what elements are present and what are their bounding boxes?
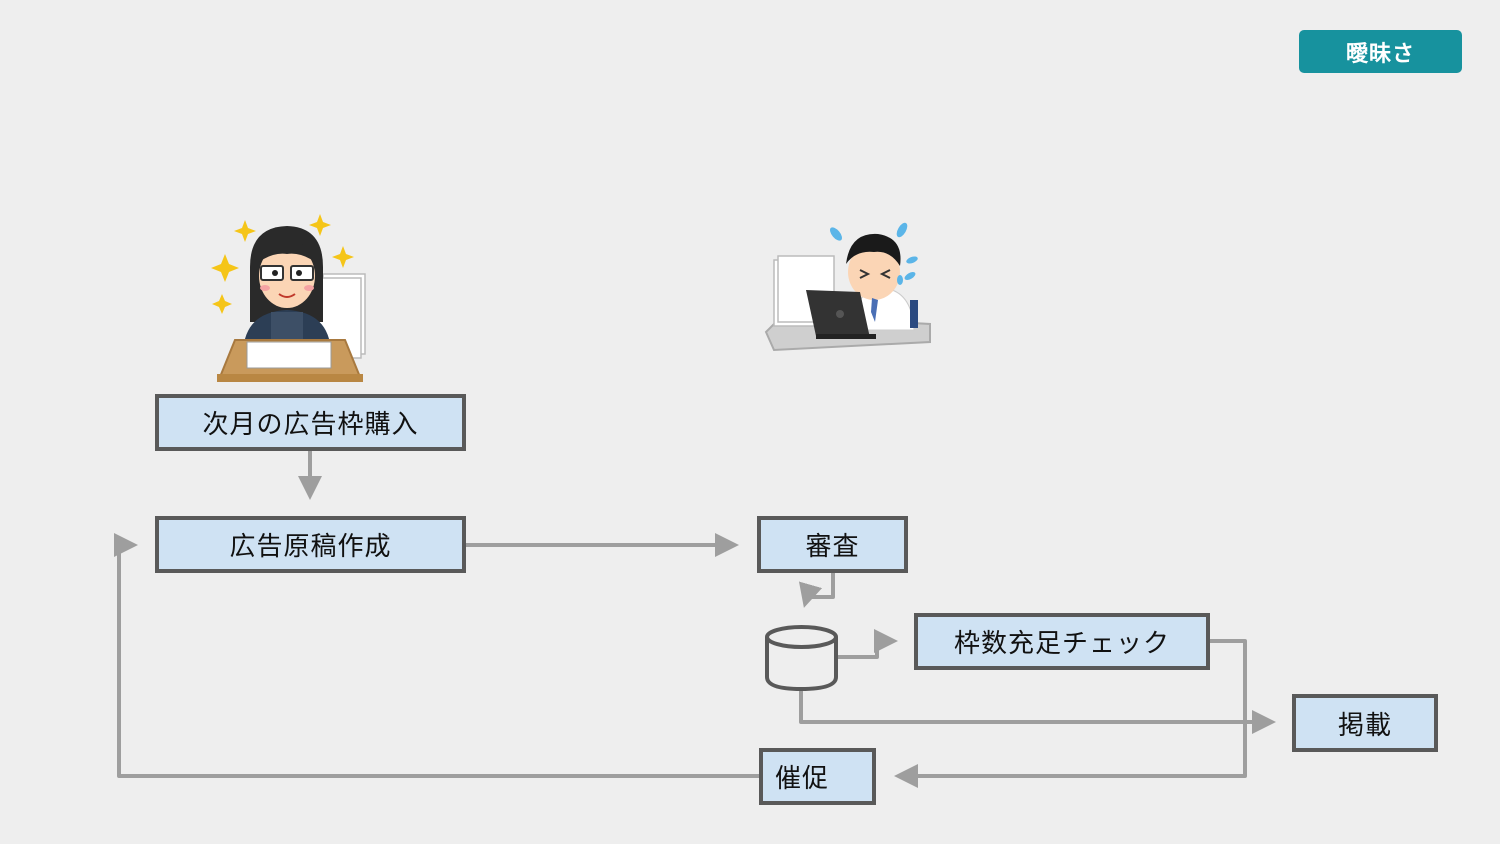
connector-check-to-promote (894, 639, 1247, 788)
connector-database-to-publish (799, 689, 1276, 734)
connector-review-to-database (798, 573, 835, 608)
node-promote[interactable]: 催促 (759, 748, 876, 805)
node-purchase-slots[interactable]: 次月の広告枠購入 (155, 394, 466, 451)
woman-working-hard-icon (211, 214, 366, 382)
node-create-ad[interactable]: 広告原稿作成 (155, 516, 466, 573)
sparkle-icons (211, 214, 354, 314)
node-publish[interactable]: 掲載 (1292, 694, 1438, 752)
database-icon (765, 625, 838, 692)
connector-promote-to-create (114, 533, 760, 778)
connector-database-to-check (838, 629, 898, 659)
node-slot-check[interactable]: 枠数充足チェック (914, 613, 1210, 670)
ambiguity-badge: 曖昧さ (1299, 30, 1462, 73)
stressed-man-laptop-icon (764, 222, 931, 352)
node-review[interactable]: 審査 (757, 516, 908, 573)
